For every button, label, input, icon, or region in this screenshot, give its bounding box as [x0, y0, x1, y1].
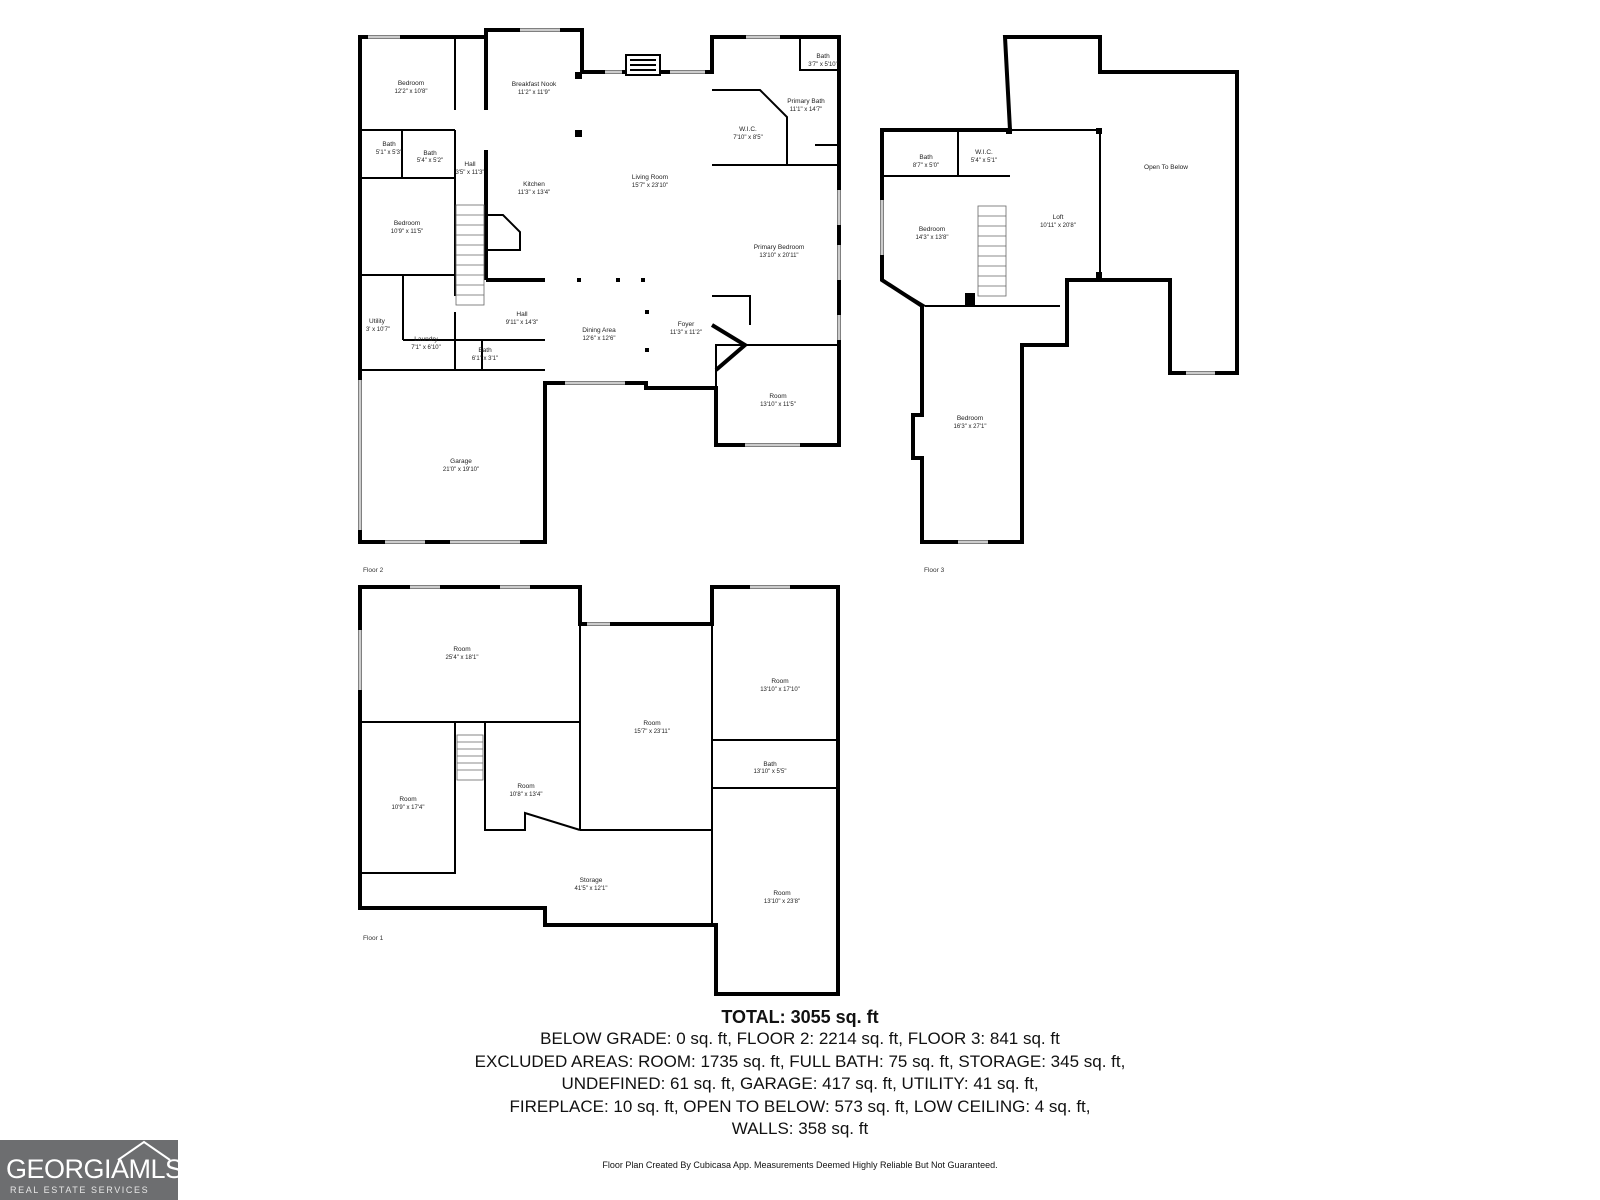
room-dimensions: 7'10" x 8'5": [733, 135, 763, 141]
room-name: W.I.C.: [739, 126, 757, 133]
summary-line: FIREPLACE: 10 sq. ft, OPEN TO BELOW: 573…: [509, 1096, 1091, 1116]
floor-1-plan: [358, 585, 840, 996]
room-name: Kitchen: [523, 181, 545, 188]
floor-2-label: Floor 2: [363, 567, 384, 574]
room-name: Hall: [516, 311, 528, 318]
room-dimensions: 13'10" x 17'10": [760, 687, 800, 693]
room-name: Open To Below: [1144, 164, 1188, 171]
room-dimensions: 9'11" x 14'3": [506, 320, 538, 326]
room-dimensions: 13'10" x 11'5": [760, 402, 796, 408]
room-dimensions: 14'3" x 13'8": [916, 235, 949, 241]
room-dimensions: 41'5" x 12'1": [575, 886, 608, 892]
room-dimensions: 10'9" x 17'4": [392, 805, 425, 811]
room-name: Bedroom: [394, 220, 420, 227]
room-dimensions: 13'10" x 5'5": [754, 769, 787, 775]
disclaimer-text: Floor Plan Created By Cubicasa App. Meas…: [602, 1160, 998, 1170]
room-name: Foyer: [678, 321, 695, 328]
room-dimensions: 6'1" x 3'1": [472, 356, 498, 362]
room-dimensions: 16'3" x 27'1": [954, 424, 987, 430]
room-dimensions: 10'8" x 13'4": [510, 792, 543, 798]
room-dimensions: 11'2" x 11'9": [518, 90, 550, 96]
room-dimensions: 25'4" x 18'1": [446, 655, 479, 661]
room-name: Primary Bath: [787, 98, 825, 105]
room-dimensions: 12'6" x 12'6": [583, 336, 616, 342]
room-name: Room: [453, 646, 470, 653]
logo-wordmark: GEORGIAMLS: [6, 1154, 178, 1184]
room-dimensions: 5'4" x 5'2": [417, 158, 443, 164]
room-dimensions: 10'11" x 20'8": [1040, 223, 1076, 229]
room-dimensions: 5'4" x 5'1": [971, 158, 997, 164]
room-name: Garage: [450, 458, 472, 465]
room-dimensions: 13'10" x 20'11": [759, 253, 798, 259]
georgia-mls-logo: GEORGIAMLS REAL ESTATE SERVICES: [0, 1140, 178, 1200]
room-name: Storage: [580, 877, 603, 884]
room-dimensions: 8'7" x 5'0": [913, 163, 939, 169]
total-area: TOTAL: 3055 sq. ft: [721, 1007, 879, 1027]
room-name: Room: [399, 796, 416, 803]
room-dimensions: 7'1" x 6'10": [411, 345, 441, 351]
room-name: Bedroom: [398, 80, 424, 87]
room-name: Bath: [919, 154, 933, 161]
room-name: Bedroom: [919, 226, 945, 233]
room-name: Bath: [382, 141, 396, 148]
logo-tagline: REAL ESTATE SERVICES: [10, 1185, 150, 1195]
room-dimensions: 10'9" x 11'5": [391, 229, 423, 235]
room-name: Room: [771, 678, 788, 685]
room-name: Bath: [423, 150, 437, 157]
room-name: Room: [773, 890, 790, 897]
room-dimensions: 3' x 10'7": [366, 327, 390, 333]
roof-icon: [117, 1140, 171, 1161]
floor-1-label: Floor 1: [363, 935, 384, 942]
room-dimensions: 3'5" x 11'3": [455, 170, 484, 176]
summary-line: UNDEFINED: 61 sq. ft, GARAGE: 417 sq. ft…: [561, 1074, 1039, 1093]
room-name: Primary Bedroom: [754, 244, 805, 251]
room-dimensions: 11'3" x 11'2": [670, 330, 702, 336]
room-name: Bath: [478, 347, 492, 354]
room-name: Loft: [1053, 214, 1064, 221]
room-dimensions: 13'10" x 23'8": [764, 899, 800, 905]
room-name: Room: [643, 720, 660, 727]
room-dimensions: 21'0" x 19'10": [443, 467, 479, 473]
area-summary: TOTAL: 3055 sq. ft BELOW GRADE: 0 sq. ft…: [0, 1006, 1600, 1141]
room-name: Bath: [763, 761, 777, 768]
room-dimensions: 15'7" x 23'11": [634, 729, 670, 735]
room-labels: Bedroom 12'2" x 10'8" Breakfast Nook 11'…: [363, 53, 1188, 942]
room-name: Hall: [464, 161, 476, 168]
room-dimensions: 11'1" x 14'7": [790, 107, 822, 113]
floor-3-plan: [880, 35, 1239, 544]
room-dimensions: 11'3" x 13'4": [518, 190, 550, 196]
room-name: Room: [517, 783, 534, 790]
room-dimensions: 15'7" x 23'10": [632, 183, 668, 189]
room-name: Living Room: [632, 174, 668, 181]
summary-line: WALLS: 358 sq. ft: [731, 1119, 869, 1138]
room-dimensions: 12'2" x 10'8": [395, 89, 428, 95]
floor-3-label: Floor 3: [924, 567, 945, 574]
room-name: Dining Area: [582, 327, 616, 334]
room-name: Laundry: [414, 336, 438, 343]
summary-line: EXCLUDED AREAS: ROOM: 1735 sq. ft, FULL …: [474, 1051, 1126, 1071]
room-name: W.I.C.: [975, 149, 993, 156]
room-name: Utility: [369, 318, 386, 325]
room-name: Room: [769, 393, 786, 400]
room-name: Bedroom: [957, 415, 983, 422]
summary-line: BELOW GRADE: 0 sq. ft, FLOOR 2: 2214 sq.…: [540, 1029, 1060, 1048]
room-dimensions: 5'1" x 5'3": [376, 150, 402, 156]
floor-2-plan: [358, 28, 841, 544]
room-dimensions: 3'7" x 5'10": [808, 62, 838, 68]
room-name: Breakfast Nook: [512, 81, 557, 88]
room-name: Bath: [816, 53, 830, 60]
